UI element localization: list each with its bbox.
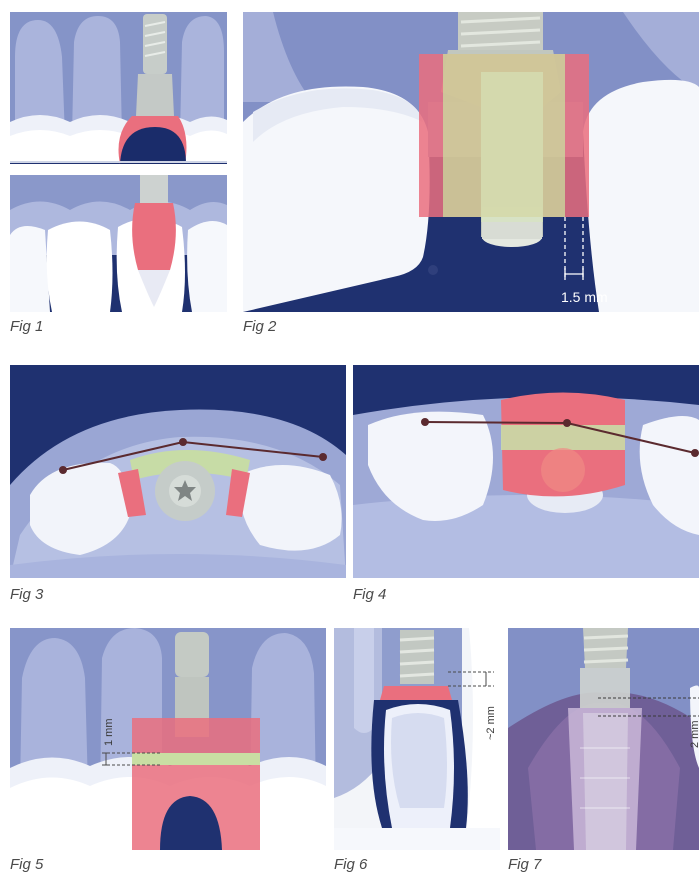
fig2-caption: Fig 2 [243, 318, 276, 335]
reference-point [563, 419, 571, 427]
fig3-panel [10, 365, 346, 578]
abutment [136, 74, 174, 116]
fig5-panel: 1 mm [10, 628, 326, 850]
fig7-panel: 2 mm [508, 628, 699, 850]
implant-screw [175, 632, 209, 677]
crown [47, 222, 113, 313]
fig3-caption: Fig 3 [10, 586, 43, 603]
crown [10, 226, 50, 312]
fig1-top-illustration [10, 12, 227, 164]
reference-point [691, 449, 699, 457]
fig2-measurement-label: 1.5 mm [561, 289, 608, 305]
fig6-caption: Fig 6 [334, 856, 367, 873]
pink-zone [380, 686, 452, 700]
fig4-illustration [353, 365, 699, 578]
fig5-illustration: 1 mm [10, 628, 326, 850]
reference-point [319, 453, 327, 461]
fig2-illustration: 1.5 mm [243, 12, 699, 312]
fig6-illustration: ~2 mm [334, 628, 500, 850]
fig4-caption: Fig 4 [353, 586, 386, 603]
fig4-panel [353, 365, 699, 578]
fig3-illustration [10, 365, 346, 578]
fig7-measurement-label: 2 mm [689, 721, 699, 749]
fig6-measurement-label: ~2 mm [485, 706, 497, 740]
fig1-bottom-illustration [10, 175, 227, 312]
fig5-measurement-label: 1 mm [103, 719, 115, 747]
abutment [140, 175, 168, 203]
reference-point [421, 418, 429, 426]
fig7-caption: Fig 7 [508, 856, 541, 873]
fig1-panel-top [10, 12, 227, 164]
fig6-panel: ~2 mm [334, 628, 500, 850]
reference-point [179, 438, 187, 446]
crown-row [10, 130, 227, 162]
fig7-illustration: 2 mm [508, 628, 699, 850]
green-zone [501, 425, 625, 450]
reference-point [59, 466, 67, 474]
fig1-caption: Fig 1 [10, 318, 43, 335]
crown-right [239, 465, 341, 551]
crown-right [583, 80, 699, 312]
fig2-panel: 1.5 mm [243, 12, 699, 312]
fig1-panel-bottom [10, 175, 227, 312]
green-zone [132, 753, 260, 765]
fig5-caption: Fig 5 [10, 856, 43, 873]
crown [187, 221, 227, 312]
pink-zone [132, 203, 176, 270]
